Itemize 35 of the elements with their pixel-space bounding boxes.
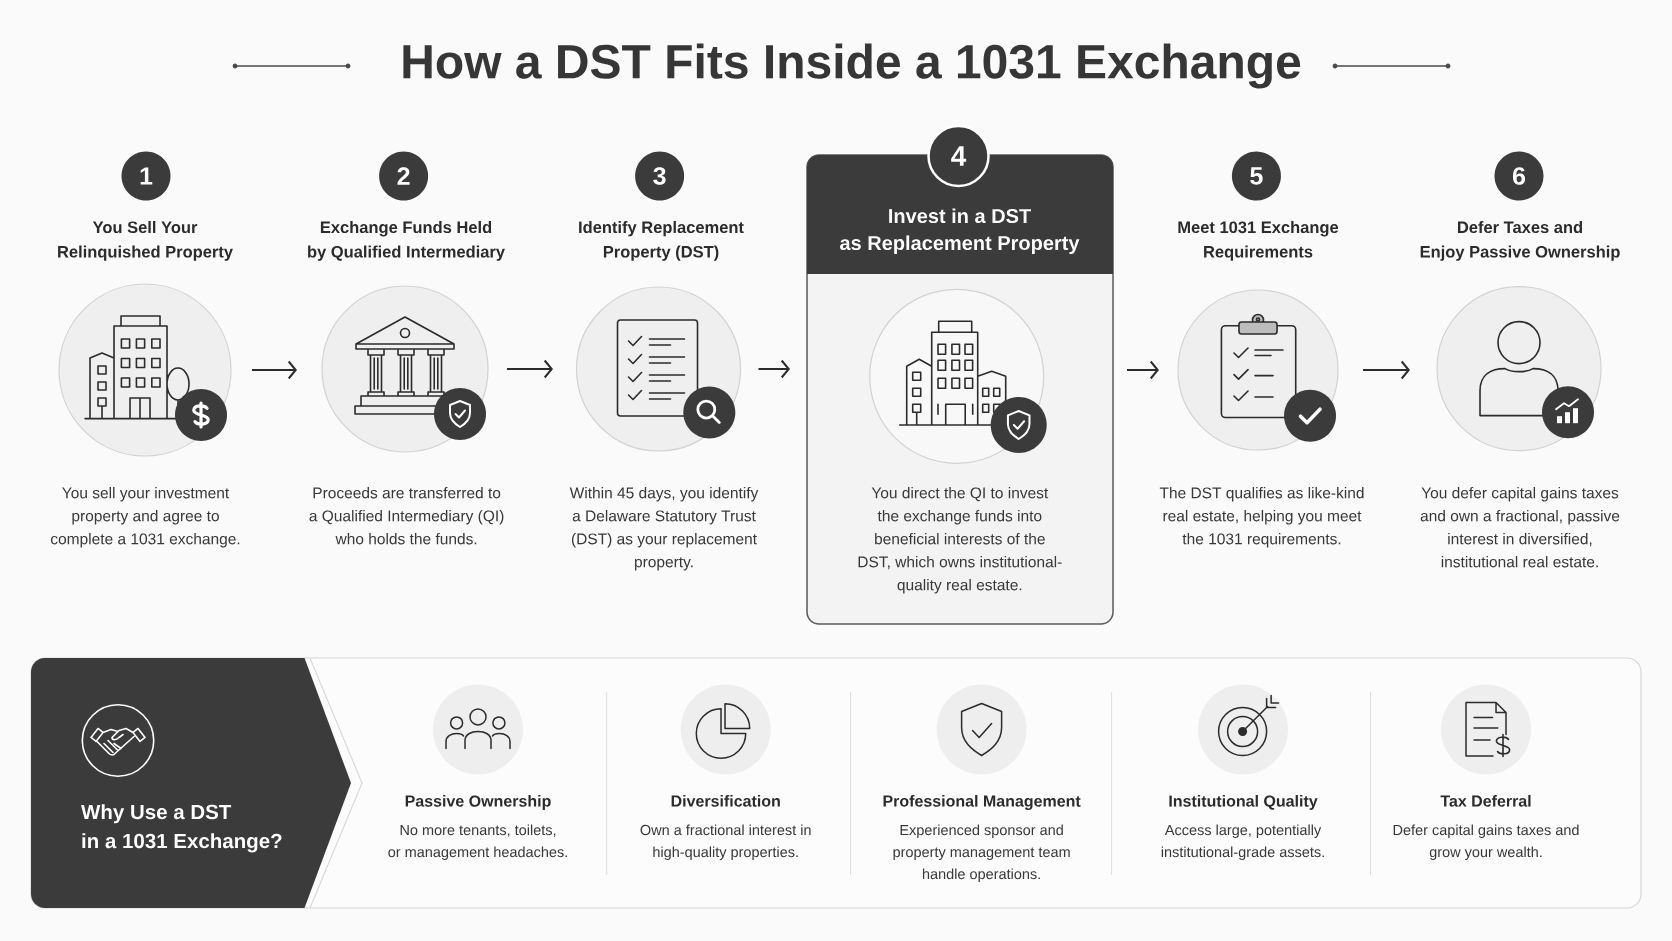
benefit-description: Own a fractional interest in high-quality properties. xyxy=(640,824,811,860)
step-description: Within 45 days, you identify a Delaware Statutory Trust (DST) as your replacement property. xyxy=(569,487,759,571)
number-badge: 1 xyxy=(121,151,171,201)
chevron-panel xyxy=(31,657,363,909)
step-description: The DST qualifies as like-kind real estate, helping you meet the 1031 requirements. xyxy=(1159,487,1364,548)
step-title: Defer Taxes and Enjoy Passive Ownership xyxy=(1420,221,1620,261)
arrow xyxy=(757,359,790,379)
step-title: Exchange Funds Held by Qualified Intermediary xyxy=(308,221,505,261)
step-description: You sell your investment property and agree to complete a 1031 exchange. xyxy=(50,487,240,548)
step-title: You Sell Your Relinquished Property xyxy=(58,221,233,261)
benefit-description: No more tenants, toilets, or management headaches. xyxy=(388,824,567,860)
benefit-description: Access large, potentially institutional-grade assets. xyxy=(1161,824,1324,860)
step-description: You defer capital gains taxes and own a fractional, passive interest in diversified, institutional real estate. xyxy=(1420,487,1620,568)
benefit-description: Experienced sponsor and property management team handle operations. xyxy=(893,824,1070,882)
panel-title: Why Use a DST in a 1031 Exchange? xyxy=(81,804,282,853)
number-badge: 5 xyxy=(1231,151,1281,201)
arrow xyxy=(506,359,553,379)
benefit-title: Tax Deferral xyxy=(1440,795,1531,807)
benefit-title: Institutional Quality xyxy=(1169,795,1318,810)
arrow xyxy=(1126,360,1159,380)
step-description: Proceeds are transferred to a Qualified Intermediary (QI) who holds the funds. xyxy=(309,487,504,545)
benefit-title: Professional Management xyxy=(883,795,1081,810)
step-title: Identify Replacement Property (DST) xyxy=(579,221,744,261)
number-badge: 6 xyxy=(1494,151,1544,201)
arrow xyxy=(1362,360,1410,380)
step-title: Meet 1031 Exchange Requirements xyxy=(1178,221,1339,261)
title: How a DST Fits Inside a 1031 Exchange xyxy=(403,43,1301,89)
benefit-title: Diversification xyxy=(671,795,780,807)
number-badge: 4 xyxy=(927,124,990,188)
arrow xyxy=(251,360,297,380)
number-badge: 2 xyxy=(379,151,429,201)
number-badge: 3 xyxy=(635,151,685,201)
benefit-title: Passive Ownership xyxy=(405,795,551,810)
step-description: You direct the QI to invest the exchange funds into beneficial interests of the DST, which owns institutional-quality real estate. xyxy=(858,487,1062,594)
benefit-description: Defer capital gains taxes and grow your wealth. xyxy=(1393,824,1579,860)
